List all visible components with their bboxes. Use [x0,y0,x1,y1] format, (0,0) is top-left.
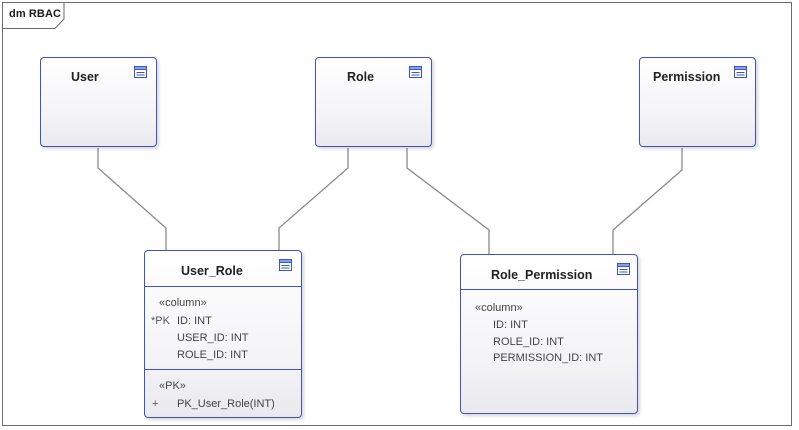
operation-pk-user-role: PK_User_Role(INT) [177,398,275,410]
diagram-title: dm RBAC [9,8,62,20]
table-icon [734,66,747,78]
operation-visibility-marker: + [152,398,159,410]
connector-role-user-role[interactable] [278,148,349,250]
column-stereotype: «column» [159,297,207,309]
column-role-id: ROLE_ID: INT [493,336,564,348]
column-id: ID: INT [177,315,212,327]
table-icon [409,66,422,78]
entity-user-role[interactable]: User_Role «column» *PK ID: INT USER_ID: … [144,250,302,418]
connector-role-role-permission[interactable] [406,148,490,254]
connector-permission-role-permission[interactable] [612,148,683,254]
entity-permission[interactable]: Permission [639,57,756,147]
entity-title-permission: Permission [653,70,721,84]
compartment-divider [145,286,301,287]
table-icon [134,66,147,78]
table-icon [617,263,630,275]
entity-user[interactable]: User [40,57,157,147]
entity-title-user-role: User_Role [181,264,243,278]
column-permission-id: PERMISSION_ID: INT [493,352,604,364]
column-user-id: USER_ID: INT [177,332,249,344]
frame-tab [3,3,65,29]
column-id: ID: INT [493,319,528,331]
entity-role[interactable]: Role [315,57,432,147]
entity-role-permission[interactable]: Role_Permission «column» ID: INT ROLE_ID… [460,254,638,414]
column-role-id: ROLE_ID: INT [177,349,248,361]
pk-marker: *PK [151,315,170,327]
entity-title-role: Role [347,70,375,84]
table-icon [279,259,292,271]
entity-title-role-permission: Role_Permission [491,268,593,282]
compartment-divider [145,369,301,370]
operation-stereotype: «PK» [159,380,186,392]
entity-title-user: User [71,70,99,84]
connector-user-user-role[interactable] [97,148,167,250]
column-stereotype: «column» [475,302,523,314]
compartment-divider [461,289,637,290]
diagram-frame: dm RBAC [2,2,792,426]
